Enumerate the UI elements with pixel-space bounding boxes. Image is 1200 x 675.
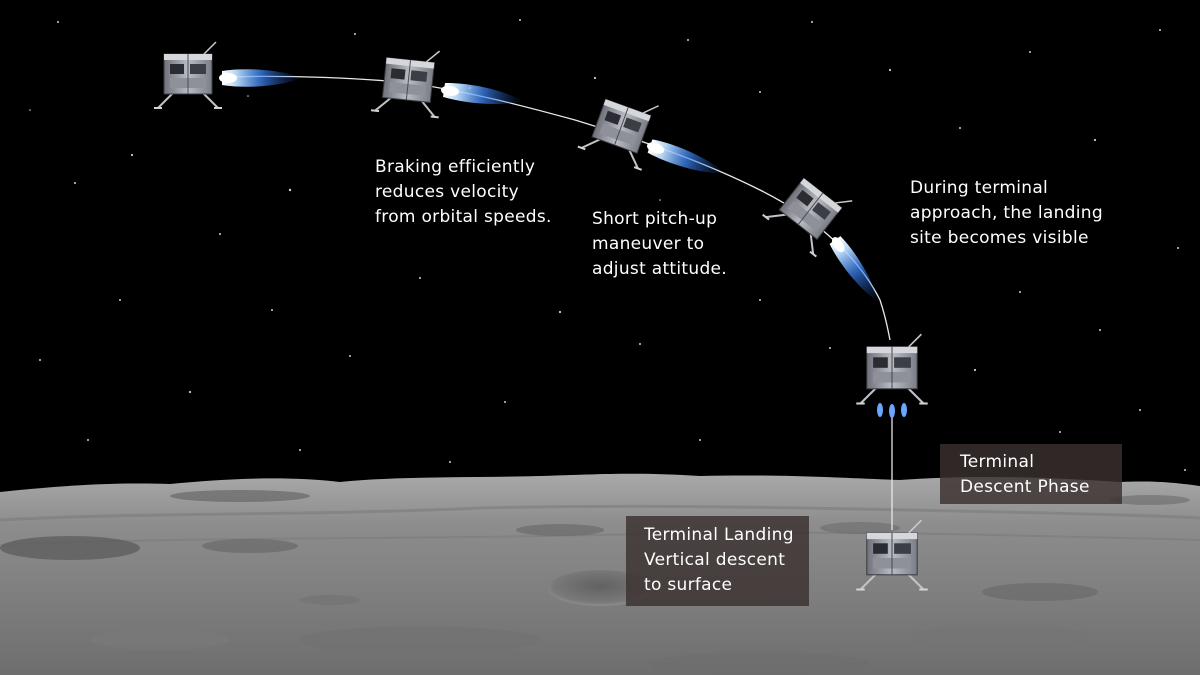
caption-pitch-up: Short pitch-up maneuver to adjust attitu…: [592, 207, 727, 282]
caption-line: approach, the landing: [910, 203, 1103, 223]
caption-line: adjust attitude.: [592, 259, 727, 279]
caption-line: from orbital speeds.: [375, 207, 552, 227]
label-line: Descent Phase: [960, 477, 1090, 497]
label-terminal-descent-phase: Terminal Descent Phase: [940, 444, 1122, 504]
descent-thruster-plumes: [877, 403, 907, 418]
label-line: Terminal Landing: [644, 525, 794, 545]
caption-line: reduces velocity: [375, 182, 519, 202]
label-line: Vertical descent: [644, 550, 786, 570]
caption-line: Short pitch-up: [592, 209, 718, 229]
caption-line: maneuver to: [592, 234, 705, 254]
caption-line: Braking efficiently: [375, 157, 536, 177]
caption-line: During terminal: [910, 178, 1049, 198]
caption-terminal-approach: During terminal approach, the landing si…: [910, 176, 1103, 251]
label-line: to surface: [644, 575, 733, 595]
label-line: Terminal: [960, 452, 1035, 472]
caption-line: site becomes visible: [910, 228, 1089, 248]
label-terminal-landing: Terminal Landing Vertical descent to sur…: [626, 516, 809, 606]
caption-braking: Braking efficiently reduces velocity fro…: [375, 155, 552, 230]
